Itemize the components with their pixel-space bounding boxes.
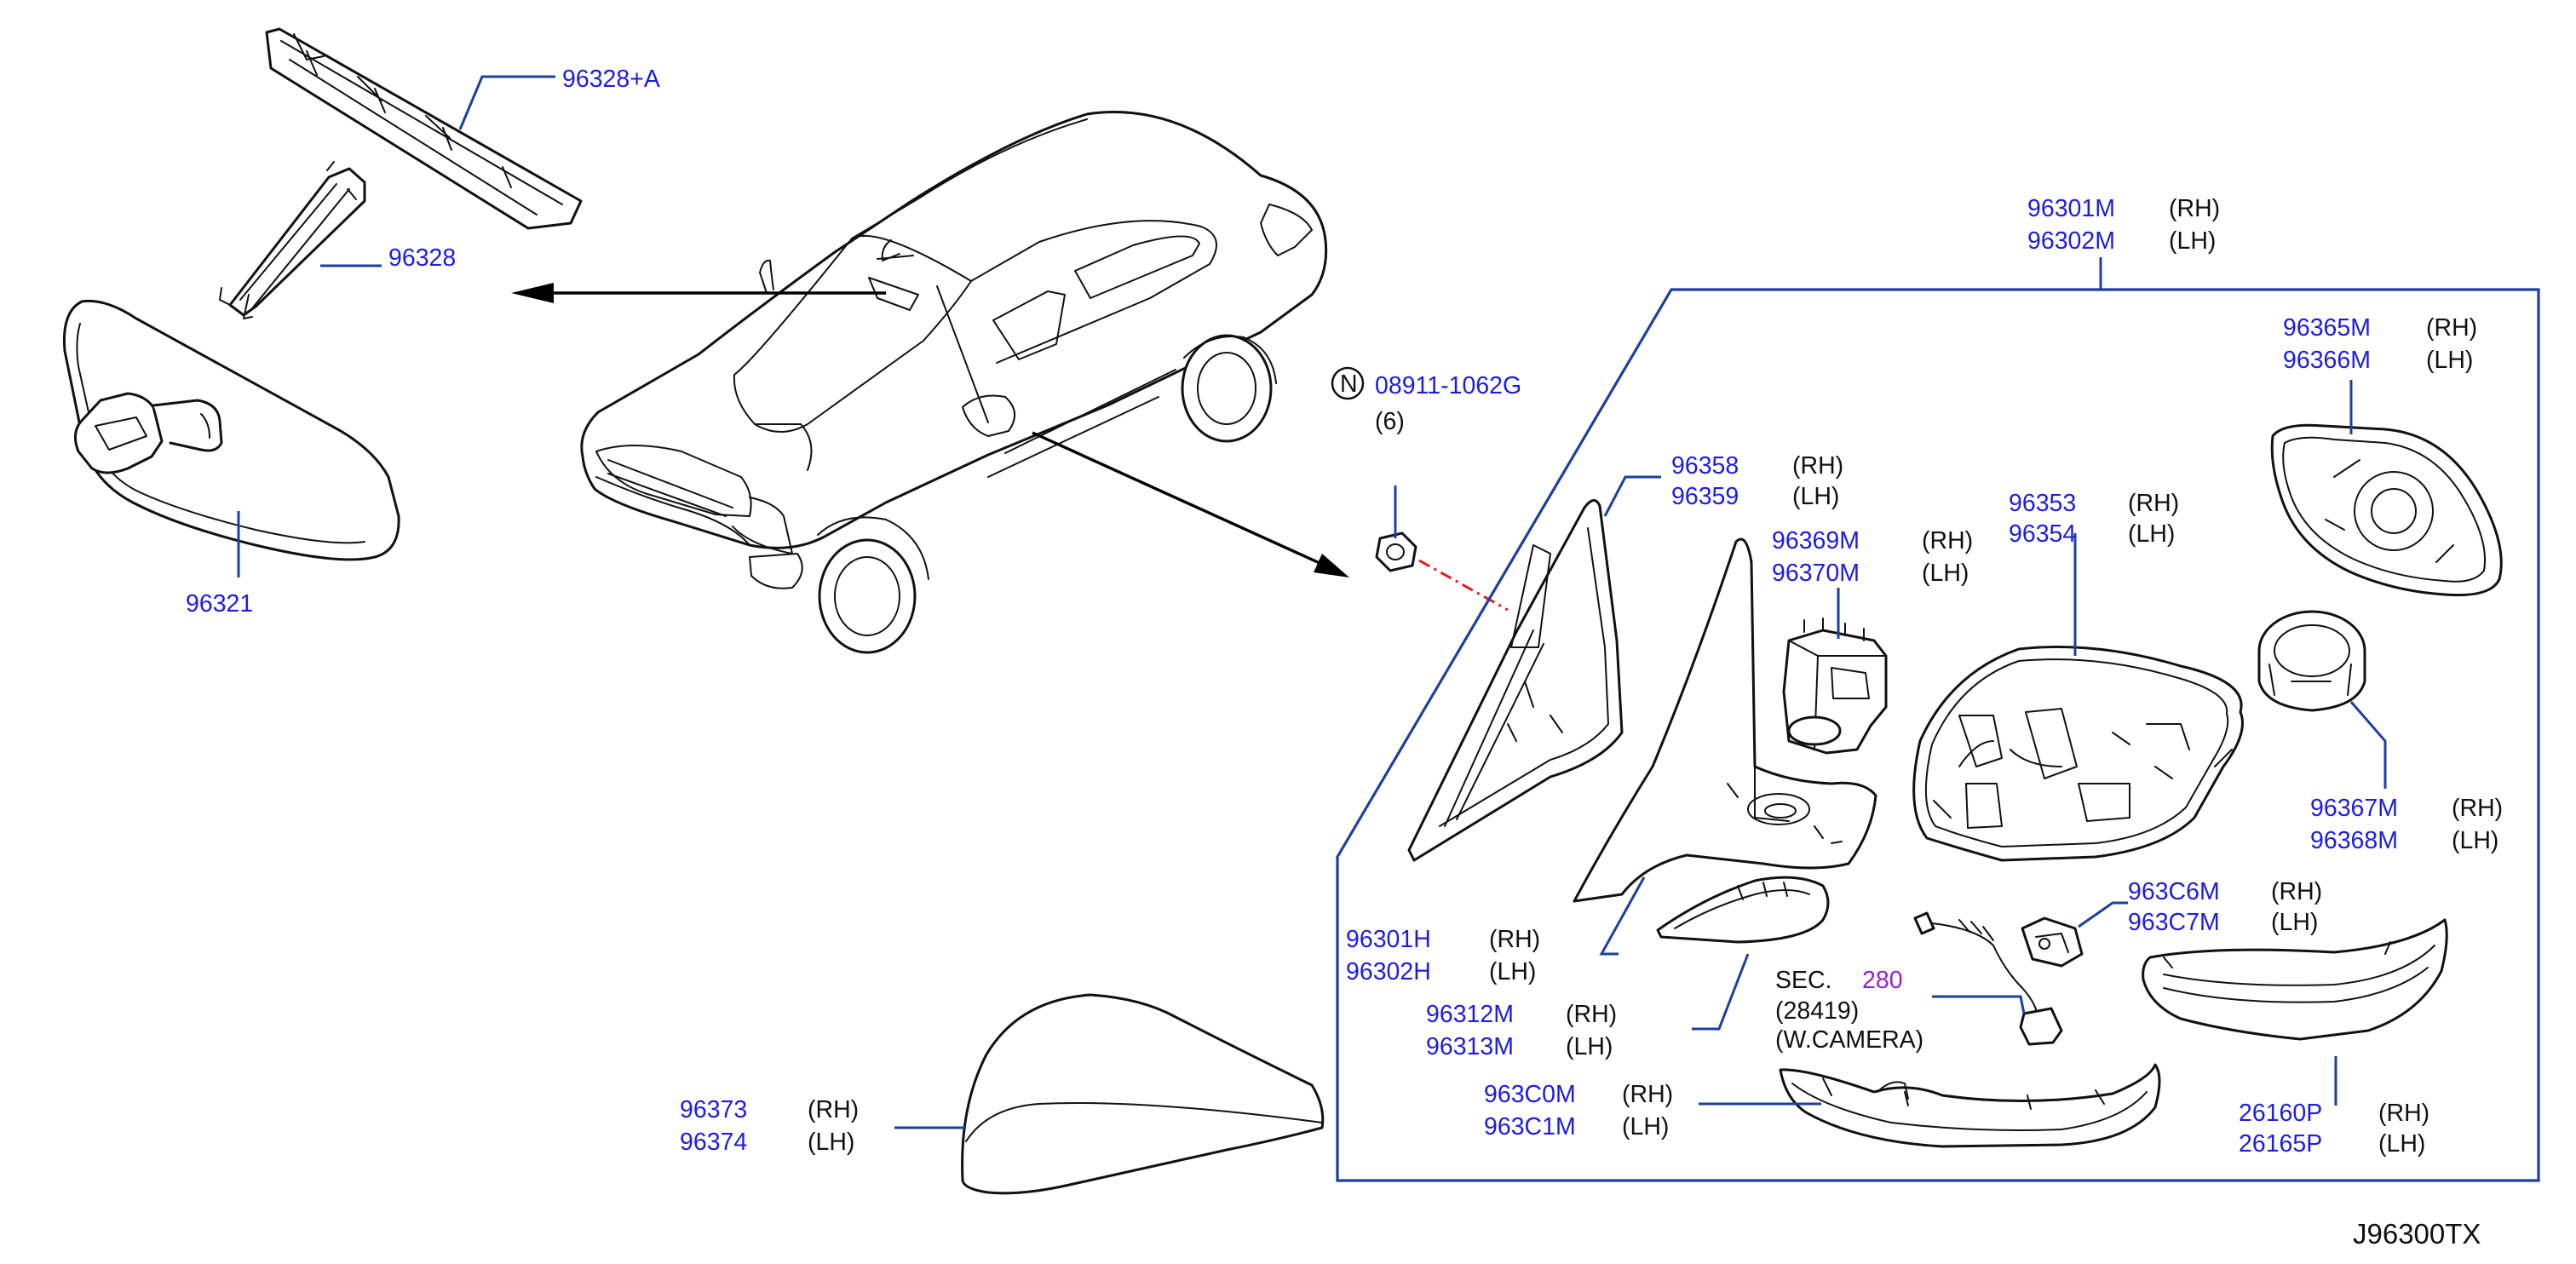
camera-harness-illustration	[1913, 911, 2063, 1046]
part-number: 96373	[680, 1096, 747, 1123]
callout-interior-bracket: 96328	[388, 244, 456, 272]
callout-inside-mirror: 96321	[186, 590, 253, 618]
side-label: (RH)	[1622, 1081, 1673, 1108]
part-number: 26165P	[2239, 1130, 2322, 1158]
mirror-glass-illustration	[2270, 423, 2503, 597]
callout-fastener: N 08911-1062G (6)	[1331, 366, 1521, 435]
side-label: (RH)	[2426, 314, 2477, 342]
callout-mirror-cap: 96373 (RH) 96374 (LH)	[680, 1096, 859, 1156]
callout-section-ref: SEC. 280 (28419) (W.CAMERA)	[1775, 967, 1923, 1054]
side-label: (LH)	[2128, 520, 2175, 548]
fastener-part-number: 08911-1062G	[1375, 372, 1521, 399]
mirror-base-illustration	[1573, 537, 1877, 903]
part-number: 96374	[680, 1129, 747, 1156]
callout-mirror-body: 96353 (RH) 96354 (LH)	[2009, 490, 2179, 548]
arrow-to-inside-mirror	[511, 283, 886, 303]
fastener-symbol: N	[1340, 371, 1358, 398]
mirror-body-illustration	[1912, 646, 2244, 862]
part-number: 96301H	[1346, 926, 1431, 953]
diagram-code: J96300TX	[2353, 1218, 2481, 1250]
section-number: 280	[1862, 967, 1903, 994]
part-number: 96302M	[2027, 227, 2115, 255]
leader-lines	[237, 75, 2387, 1129]
side-label: (LH)	[808, 1129, 854, 1156]
part-number: 96313M	[1426, 1033, 1514, 1060]
part-number: 96354	[2009, 520, 2076, 548]
side-label: (RH)	[2169, 195, 2220, 222]
base-cover-illustration	[1656, 876, 1830, 944]
interior-bracket-cover-illustration	[265, 27, 583, 230]
part-number: 963C0M	[1484, 1081, 1576, 1108]
part-number: 96321	[186, 590, 253, 618]
part-number: 96359	[1671, 483, 1739, 510]
part-number: 96353	[2009, 490, 2076, 517]
side-label: (LH)	[2378, 1130, 2425, 1158]
part-number: 96369M	[1772, 527, 1860, 554]
section-part: (28419)	[1775, 997, 1859, 1025]
callout-puddle-lamp: 963C6M (RH) 963C7M (LH)	[2128, 878, 2322, 936]
part-number: 963C6M	[2128, 878, 2220, 905]
part-number: 963C7M	[2128, 909, 2220, 936]
glass-actuator-illustration	[2257, 610, 2366, 712]
part-number: 96328	[388, 244, 456, 272]
part-number: 96312M	[1426, 1001, 1514, 1028]
callout-gasket: 96358 (RH) 96359 (LH)	[1671, 452, 1843, 510]
turn-signal-lamp-illustration	[2142, 918, 2448, 1041]
side-label: (RH)	[1489, 926, 1540, 953]
side-label: (RH)	[808, 1096, 859, 1123]
side-label: (RH)	[2128, 490, 2179, 517]
section-prefix: SEC.	[1775, 967, 1832, 994]
side-label: (LH)	[2271, 909, 2318, 936]
part-number: 96368M	[2310, 827, 2398, 854]
side-label: (LH)	[1922, 560, 1969, 587]
car-illustration	[580, 111, 1328, 654]
n-symbol-icon	[1331, 366, 1365, 400]
part-number: 96328+A	[562, 66, 660, 93]
callout-turn-signal-lamp: 26160P (RH) 26165P (LH)	[2239, 1100, 2429, 1158]
side-label: (RH)	[2378, 1100, 2429, 1127]
side-label: (RH)	[1566, 1001, 1617, 1028]
callout-door-mirror-assy: 96301M (RH) 96302M (LH)	[2027, 195, 2220, 255]
part-number: 963C1M	[1484, 1113, 1576, 1140]
side-label: (LH)	[1566, 1033, 1613, 1060]
callout-lower-cover: 963C0M (RH) 963C1M (LH)	[1484, 1081, 1673, 1140]
door-mirror-assembly-frame	[1336, 288, 2540, 1182]
callout-fold-actuator: 96369M (RH) 96370M (LH)	[1772, 527, 1973, 587]
side-label: (RH)	[1922, 527, 1973, 554]
part-number: 26160P	[2239, 1100, 2322, 1127]
part-number: 96367M	[2310, 795, 2398, 822]
puddle-lamp-illustration	[2021, 916, 2084, 968]
side-label: (LH)	[2426, 347, 2473, 374]
fold-actuator-illustration	[1782, 618, 1888, 755]
side-label: (RH)	[2271, 878, 2322, 905]
fastener-quantity: (6)	[1375, 408, 1405, 435]
lower-cover-illustration	[1779, 1063, 2161, 1148]
side-label: (LH)	[2169, 227, 2216, 255]
side-label: (LH)	[2452, 827, 2498, 854]
side-label: (LH)	[1489, 958, 1536, 985]
inside-mirror-illustration	[62, 299, 400, 561]
arrow-to-door-mirror	[1032, 431, 1349, 577]
part-number: 96370M	[1772, 560, 1860, 587]
callout-glass-actuator: 96367M (RH) 96368M (LH)	[2310, 795, 2503, 854]
gasket-illustration	[1407, 499, 1624, 862]
part-number: 96358	[1671, 452, 1739, 480]
callout-mirror-glass: 96365M (RH) 96366M (LH)	[2283, 314, 2477, 374]
callout-base-cover: 96312M (RH) 96313M (LH)	[1426, 1001, 1617, 1060]
part-number: 96302H	[1346, 958, 1431, 985]
callout-mirror-base: 96301H (RH) 96302H (LH)	[1346, 926, 1540, 985]
side-label: (LH)	[1622, 1113, 1669, 1140]
callout-interior-bracket-cover: 96328+A	[562, 66, 660, 93]
mirror-cap-illustration	[961, 993, 1325, 1195]
part-number: 96365M	[2283, 314, 2371, 342]
side-label: (LH)	[1792, 483, 1839, 510]
part-number: 96366M	[2283, 347, 2371, 374]
side-label: (RH)	[1792, 452, 1843, 480]
nut-illustration	[1375, 531, 1509, 612]
section-note: (W.CAMERA)	[1775, 1026, 1923, 1054]
side-label: (RH)	[2452, 795, 2503, 822]
interior-bracket-illustration	[219, 161, 366, 319]
part-number: 96301M	[2027, 195, 2115, 222]
